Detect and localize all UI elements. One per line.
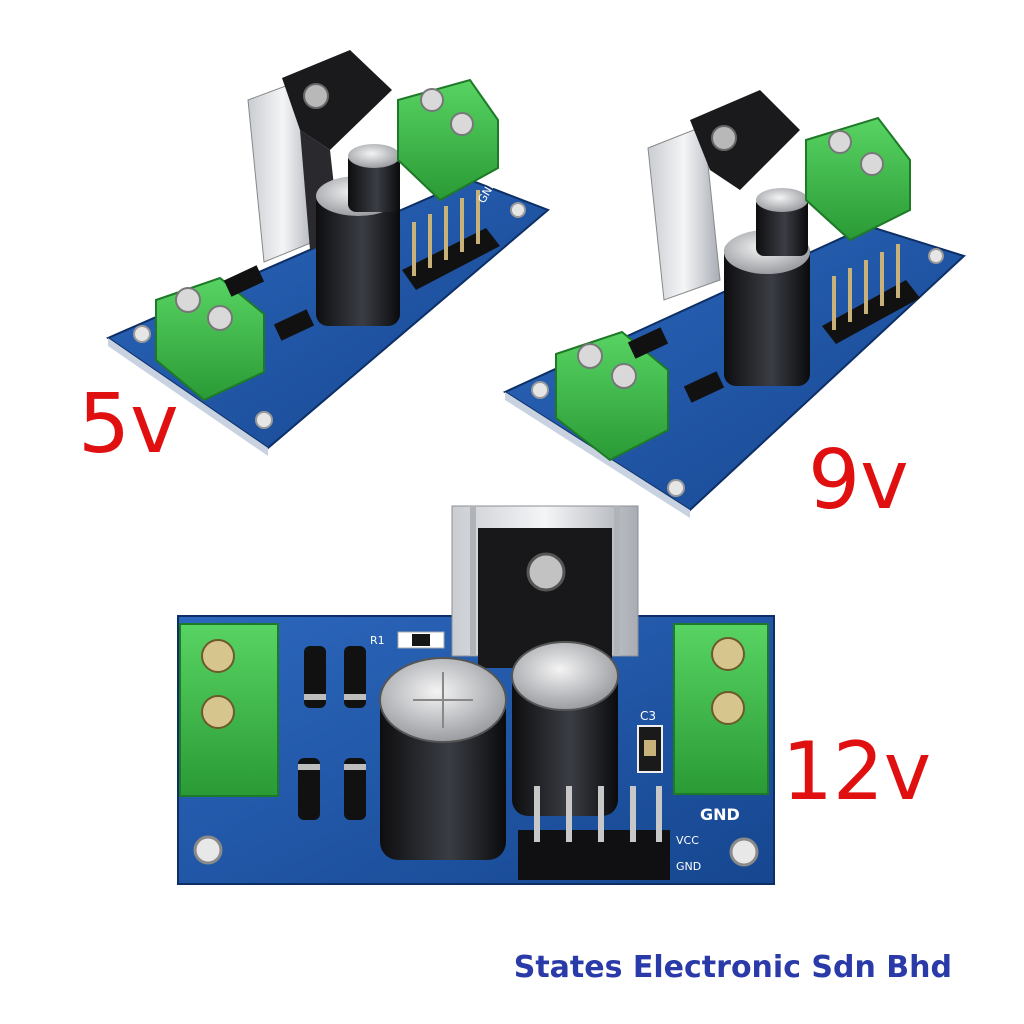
- regulator-body: [282, 50, 392, 150]
- capacitor-small: [756, 196, 808, 256]
- silk-c3: C3: [640, 709, 656, 723]
- terminal-screw: [711, 691, 745, 725]
- terminal-screw: [860, 152, 884, 176]
- board-12v: R1 C3: [177, 505, 775, 885]
- regulator-body: [690, 90, 800, 190]
- voltage-label-5v: 5v: [78, 377, 179, 472]
- screw: [303, 83, 329, 109]
- board-5v: GND: [105, 50, 550, 456]
- smd-diode: [683, 371, 725, 403]
- mount-hole: [133, 325, 151, 343]
- mount-hole: [928, 248, 944, 264]
- screw: [711, 125, 737, 151]
- terminal-screw: [577, 343, 603, 369]
- terminal-screw: [828, 130, 852, 154]
- terminal-screw: [207, 305, 233, 331]
- heatsink: [647, 125, 721, 301]
- silk-gnd-terminal: GND: [700, 805, 740, 824]
- smd-diode: [273, 309, 315, 341]
- terminal-screw: [611, 363, 637, 389]
- silk-gnd-header: GND: [676, 860, 701, 873]
- mount-hole: [667, 479, 685, 497]
- mount-hole: [255, 411, 273, 429]
- terminal-screw: [201, 639, 235, 673]
- terminal-block-output: [397, 78, 499, 202]
- terminal-screw: [175, 287, 201, 313]
- diode: [304, 646, 326, 708]
- terminal-screw: [450, 112, 474, 136]
- mount-hole: [531, 381, 549, 399]
- capacitor: [724, 240, 810, 386]
- board-9v: [502, 90, 966, 518]
- screw: [526, 552, 566, 592]
- pin-header: [518, 786, 670, 880]
- capacitor-small: [348, 152, 400, 212]
- smd-diode: [627, 327, 669, 359]
- diode: [344, 646, 366, 708]
- terminal-screw: [420, 88, 444, 112]
- voltage-label-9v: 9v: [808, 433, 909, 528]
- terminal-screw: [201, 695, 235, 729]
- silk-r1: R1: [370, 634, 385, 647]
- terminal-screw: [711, 637, 745, 671]
- diode-bridge: [298, 646, 366, 820]
- diode: [344, 758, 366, 820]
- smd-diode: [223, 265, 265, 297]
- mount-hole: [729, 837, 759, 867]
- mount-hole: [193, 835, 223, 865]
- diode: [298, 758, 320, 820]
- seller-watermark: States Electronic Sdn Bhd: [513, 950, 952, 985]
- terminal-block-output: [805, 116, 911, 242]
- silk-vcc: VCC: [676, 834, 699, 847]
- pin-header: [402, 190, 500, 290]
- voltage-label-12v: 12v: [782, 725, 932, 818]
- pin-header: [822, 244, 920, 344]
- mount-hole: [510, 202, 526, 218]
- capacitor: [316, 190, 400, 326]
